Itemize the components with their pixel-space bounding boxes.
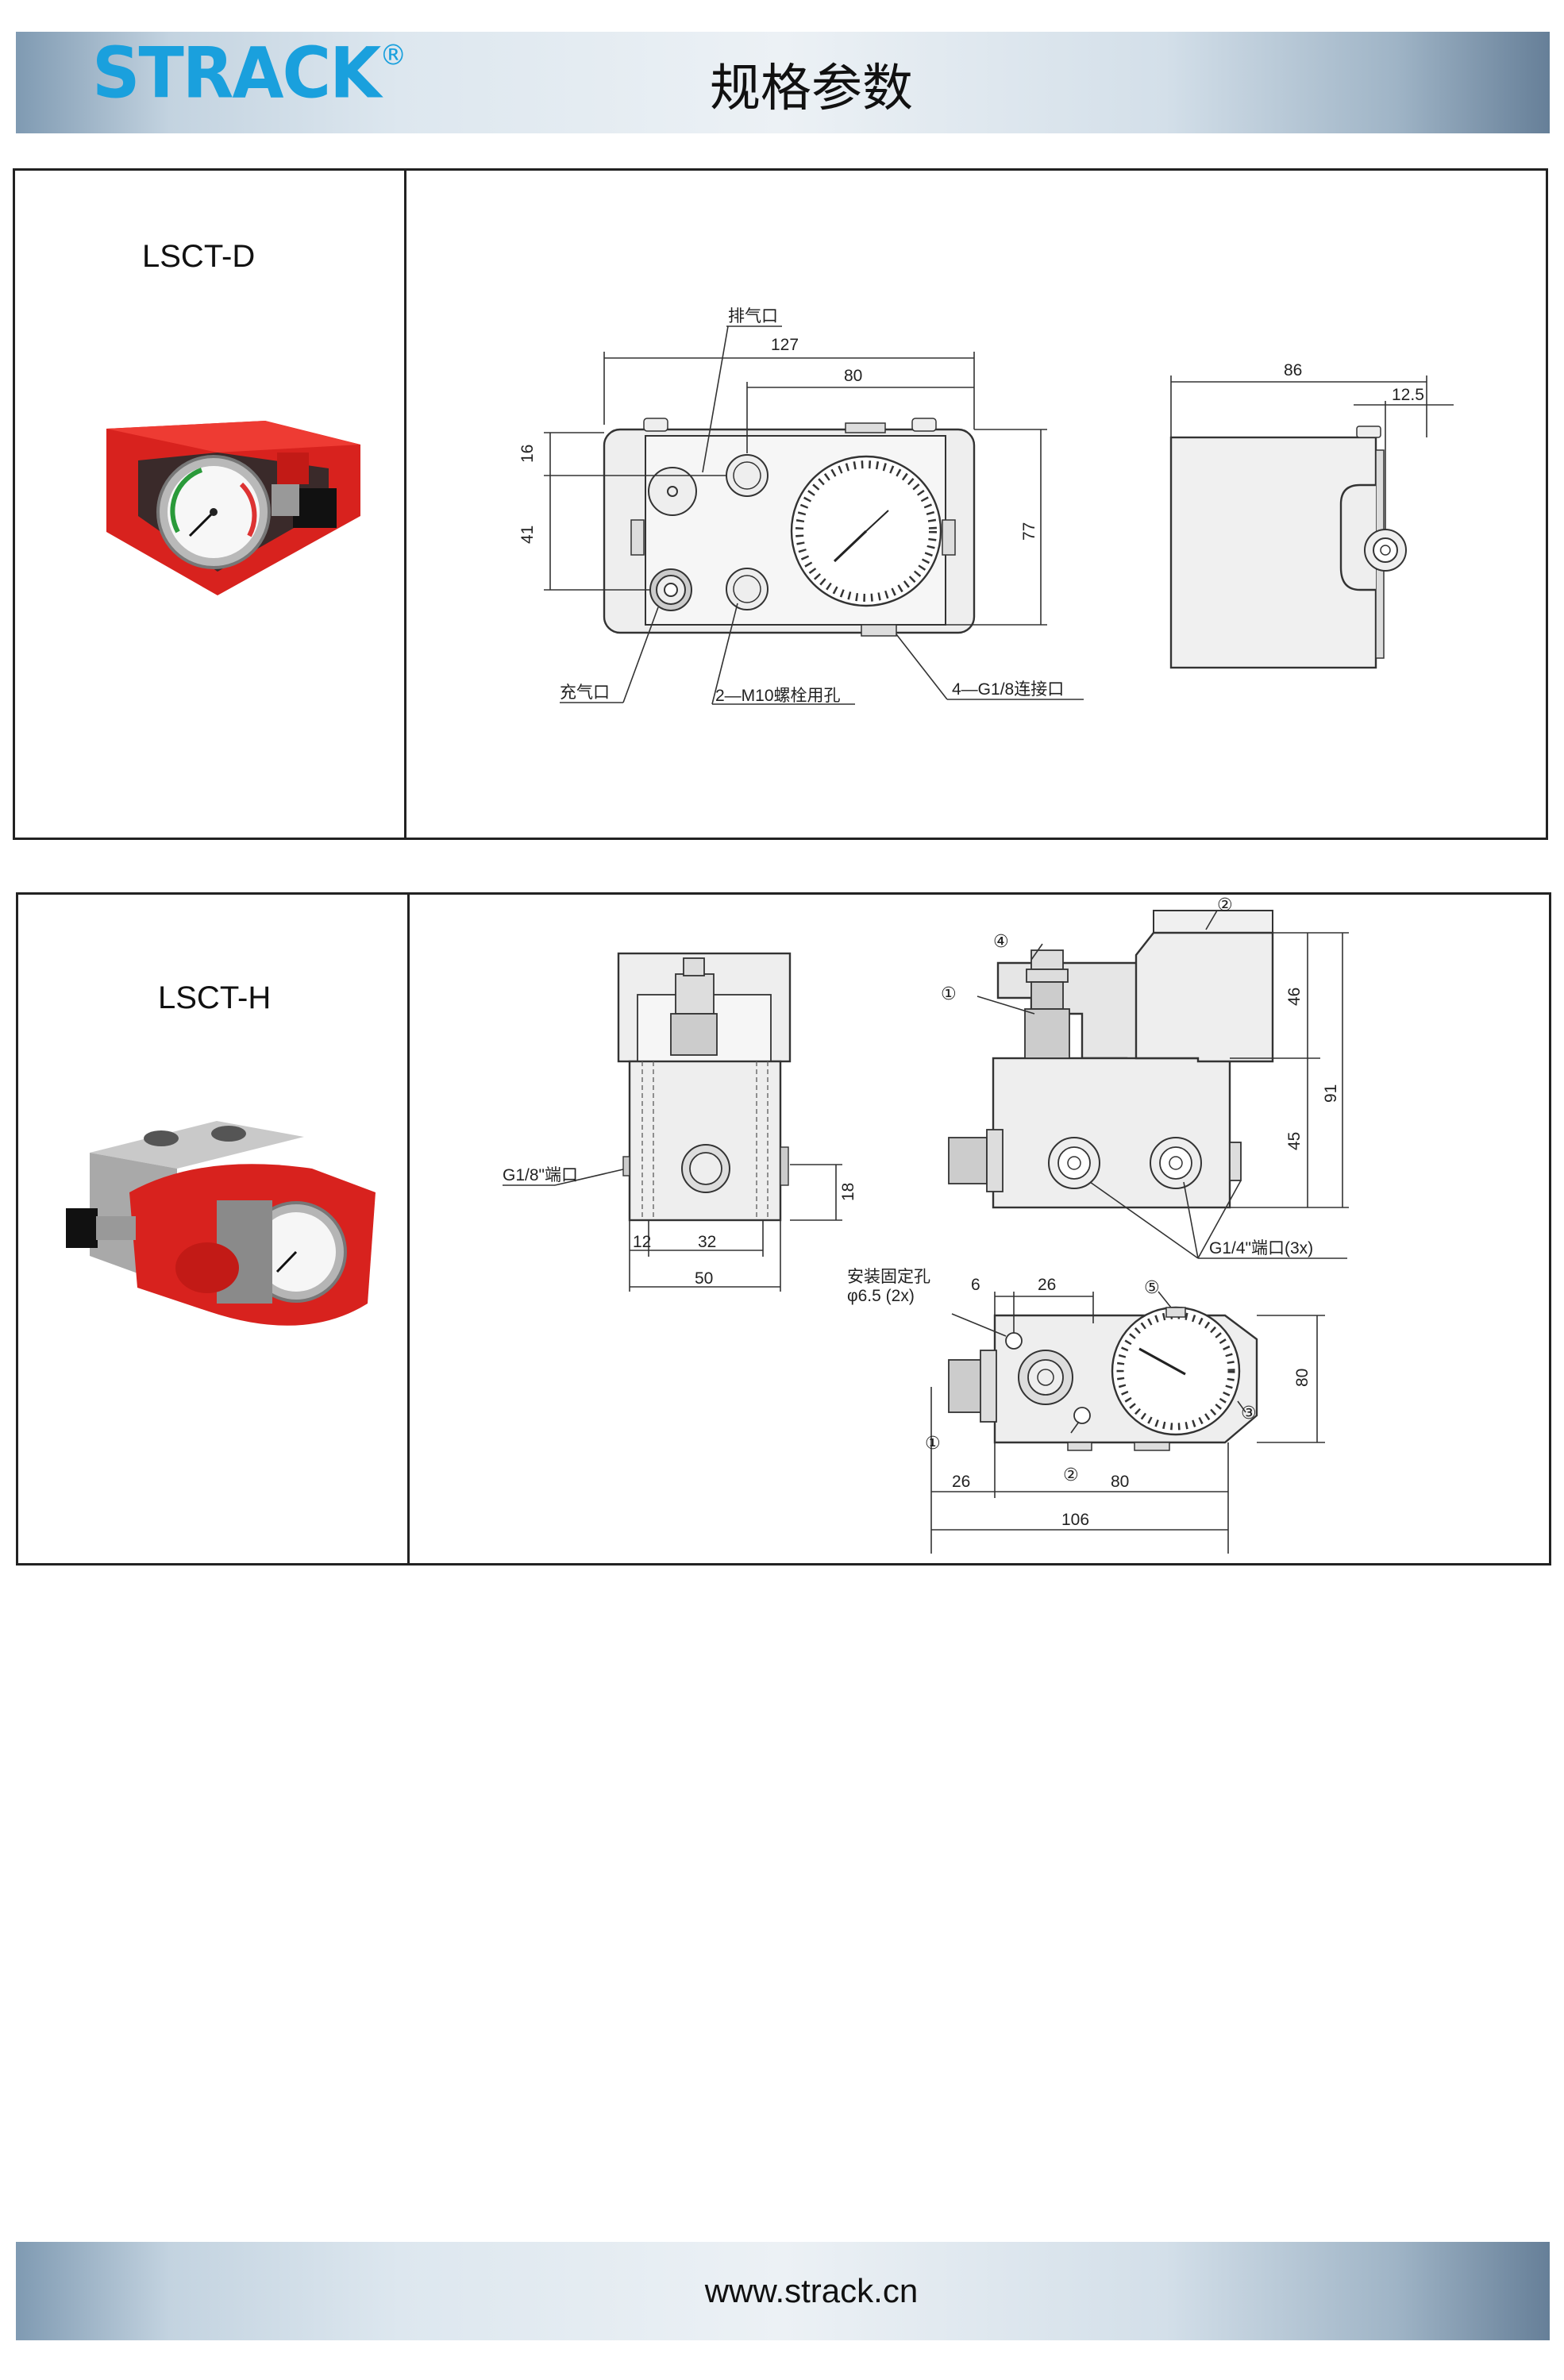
panel-divider bbox=[404, 171, 406, 838]
strack-logo: STRACK® bbox=[92, 32, 407, 114]
callout-5: ⑤ bbox=[1144, 1277, 1160, 1297]
lsct-h-product-photo bbox=[66, 1121, 376, 1326]
dim-80-bottom: 80 bbox=[1111, 1473, 1129, 1491]
dim-26-bottom: 26 bbox=[952, 1473, 970, 1491]
label-g14-port: G1/4"端口(3x) bbox=[1209, 1239, 1313, 1257]
dim-45: 45 bbox=[1285, 1132, 1304, 1150]
dim-80-right: 80 bbox=[1293, 1369, 1312, 1387]
lsct-h-panel: LSCT-H bbox=[16, 892, 1551, 1565]
dim-91: 91 bbox=[1322, 1084, 1340, 1103]
lsct-h-drawing: G1/8"端口 12 32 50 18 ④ ① ② 46 45 91 G1/4"… bbox=[18, 895, 1551, 1565]
callout-1-upper: ① bbox=[941, 984, 957, 1003]
dim-106: 106 bbox=[1061, 1511, 1089, 1529]
label-fill: 充气口 bbox=[560, 684, 610, 702]
dim-46: 46 bbox=[1285, 988, 1304, 1006]
dim-41: 41 bbox=[518, 526, 537, 544]
label-port: 4—G1/8连接口 bbox=[952, 680, 1064, 699]
callout-2-lower: ② bbox=[1063, 1465, 1079, 1485]
model-name-lsct-h: LSCT-H bbox=[158, 980, 272, 1015]
dim-86: 86 bbox=[1284, 361, 1302, 379]
dim-77: 77 bbox=[1020, 522, 1038, 541]
callout-2-upper: ② bbox=[1217, 895, 1233, 915]
dim-127: 127 bbox=[771, 336, 799, 354]
callout-4: ④ bbox=[993, 931, 1009, 951]
panel-divider bbox=[407, 895, 410, 1563]
dim-16: 16 bbox=[518, 445, 537, 463]
callout-1-lower: ① bbox=[925, 1433, 941, 1453]
label-bolt: 2—M10螺栓用孔 bbox=[715, 687, 841, 705]
footer-banner: www.strack.cn bbox=[16, 2242, 1550, 2340]
lsct-d-technical-drawing: 排气口 127 80 16 41 77 充气口 2—M10螺栓用孔 4—G1/8… bbox=[518, 307, 1454, 705]
lsct-h-technical-drawing: G1/8"端口 12 32 50 18 ④ ① ② 46 45 91 G1/4"… bbox=[503, 895, 1349, 1554]
dim-80: 80 bbox=[844, 367, 862, 385]
dim-6: 6 bbox=[971, 1276, 980, 1294]
lsct-d-product-photo bbox=[106, 421, 360, 595]
label-exhaust: 排气口 bbox=[728, 307, 778, 325]
dim-18: 18 bbox=[839, 1183, 857, 1201]
website-url: www.strack.cn bbox=[704, 2272, 919, 2309]
lsct-d-drawing: 排气口 127 80 16 41 77 充气口 2—M10螺栓用孔 4—G1/8… bbox=[15, 171, 1547, 838]
dim-26-top: 26 bbox=[1038, 1276, 1056, 1294]
model-name-lsct-d: LSCT-D bbox=[142, 239, 256, 274]
label-mount-hole-dia: φ6.5 (2x) bbox=[847, 1287, 915, 1305]
lsct-d-panel: LSCT-D bbox=[13, 168, 1548, 840]
label-g18-port: G1/8"端口 bbox=[503, 1166, 578, 1184]
dim-12: 12 bbox=[633, 1233, 651, 1251]
dim-32: 32 bbox=[698, 1233, 716, 1251]
header-banner: STRACK® 规格参数 bbox=[16, 32, 1550, 133]
page-title: 规格参数 bbox=[710, 60, 913, 118]
label-mount-hole: 安装固定孔 bbox=[847, 1268, 930, 1286]
dim-12-5: 12.5 bbox=[1392, 386, 1424, 404]
dim-50: 50 bbox=[695, 1269, 713, 1288]
callout-3: ③ bbox=[1241, 1403, 1257, 1423]
